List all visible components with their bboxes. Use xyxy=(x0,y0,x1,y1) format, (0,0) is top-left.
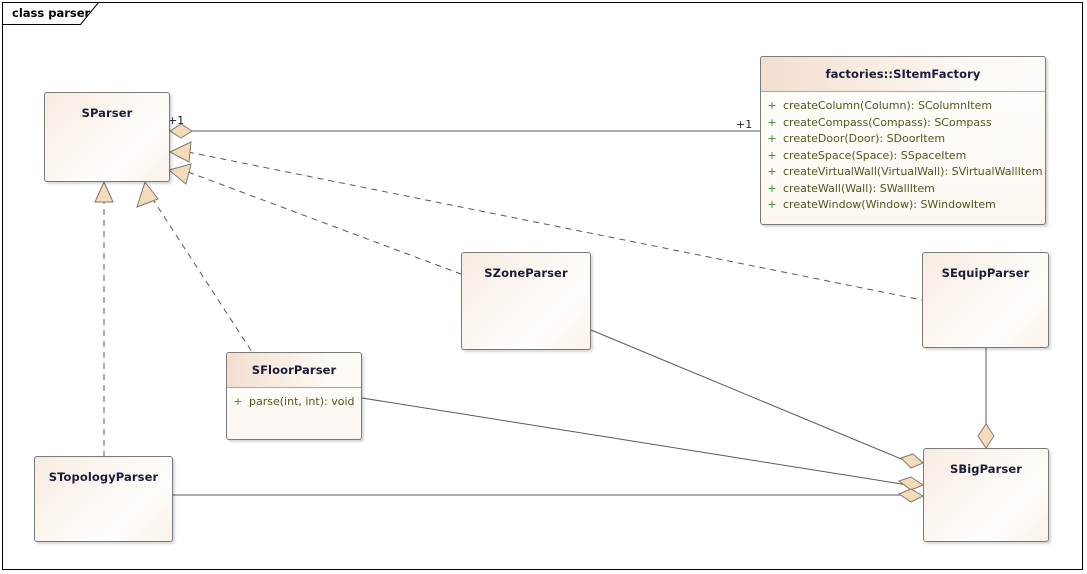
aggregation-diamond-sparser-factory xyxy=(169,123,193,139)
class-title-sparser: SParser xyxy=(81,106,133,120)
class-title-sitemfactory: factories::SItemFactory xyxy=(825,67,981,81)
realization-arrowhead-stopologyparser xyxy=(94,180,114,203)
multiplicity-sparser-source: +1 xyxy=(168,114,185,127)
class-box-stopologyparser[interactable]: STopologyParser xyxy=(34,456,173,542)
operation-visibility: + xyxy=(767,99,777,112)
class-box-sfloorparser[interactable]: SFloorParser + parse(int, int): void xyxy=(226,352,362,440)
class-title-szoneparser: SZoneParser xyxy=(484,266,568,280)
class-box-szoneparser[interactable]: SZoneParser xyxy=(461,252,591,350)
operation-visibility: + xyxy=(767,181,777,195)
diagram-frame-label: class parser xyxy=(12,6,91,20)
operation-signature: createWindow(Window): SWindowItem xyxy=(783,198,996,211)
edge-sfloorparser-to-sparser xyxy=(151,197,253,353)
realization-arrowhead-szoneparser xyxy=(167,163,192,185)
class-header-sfloorparser: SFloorParser xyxy=(227,353,361,388)
operation-visibility: + xyxy=(767,115,777,129)
operation-signature: createVirtualWall(VirtualWall): SVirtual… xyxy=(783,165,1043,178)
edge-sfloorparser-to-sbigparser xyxy=(361,397,909,486)
operation-signature: parse(int, int): void xyxy=(249,395,355,408)
class-box-sitemfactory[interactable]: factories::SItemFactory + createColumn(C… xyxy=(760,56,1046,225)
operation-row: + createWindow(Window): SWindowItem xyxy=(761,197,1045,214)
edge-sequipparser-to-sparser xyxy=(187,151,923,301)
operation-row: + createVirtualWall(VirtualWall): SVirtu… xyxy=(761,164,1045,181)
operation-row: + parse(int, int): void xyxy=(227,394,361,411)
operation-signature: createSpace(Space): SSpaceItem xyxy=(783,148,967,162)
class-title-stopologyparser: STopologyParser xyxy=(48,470,159,484)
operation-visibility: + xyxy=(767,148,777,162)
class-header-sitemfactory: factories::SItemFactory xyxy=(761,57,1045,92)
realization-arrowhead-sequipparser xyxy=(168,141,192,163)
class-box-sparser[interactable]: SParser xyxy=(44,92,170,182)
operation-row: + createSpace(Space): SSpaceItem xyxy=(761,148,1045,165)
aggregation-diamond-stopology-sbig xyxy=(897,488,925,503)
class-operations-sfloorparser: + parse(int, int): void xyxy=(227,388,361,417)
operation-visibility: + xyxy=(767,198,777,211)
class-operations-sitemfactory: + createColumn(Column): SColumnItem + cr… xyxy=(761,92,1045,220)
class-box-sbigparser[interactable]: SBigParser xyxy=(923,448,1049,542)
edge-szoneparser-to-sbigparser xyxy=(590,329,912,464)
class-box-sequipparser[interactable]: SEquipParser xyxy=(922,252,1049,348)
operation-signature: createDoor(Door): SDoorItem xyxy=(783,132,946,145)
operation-row: + createDoor(Door): SDoorItem xyxy=(761,131,1045,148)
operation-row: + createWall(Wall): SWallItem xyxy=(761,181,1045,198)
operation-signature: createCompass(Compass): SCompass xyxy=(783,115,992,129)
edge-szoneparser-to-sparser xyxy=(187,171,462,275)
operation-row: + createColumn(Column): SColumnItem xyxy=(761,98,1045,115)
operation-visibility: + xyxy=(233,395,243,408)
aggregation-diamond-sequip-sbig xyxy=(977,423,995,449)
operation-visibility: + xyxy=(767,165,777,178)
operation-signature: createColumn(Column): SColumnItem xyxy=(783,99,993,112)
aggregation-diamond-szone-sbig xyxy=(900,453,924,469)
class-title-sfloorparser: SFloorParser xyxy=(251,363,337,377)
operation-row: + createCompass(Compass): SCompass xyxy=(761,115,1045,132)
diagram-frame-tab: class parser xyxy=(2,2,102,25)
multiplicity-sparser-target: +1 xyxy=(736,118,753,131)
operation-visibility: + xyxy=(767,132,777,145)
class-title-sequipparser: SEquipParser xyxy=(941,266,1030,280)
aggregation-diamond-sfloor-sbig xyxy=(897,476,925,491)
realization-arrowhead-sfloorparser xyxy=(136,180,159,208)
operation-signature: createWall(Wall): SWallItem xyxy=(783,181,935,195)
class-title-sbigparser: SBigParser xyxy=(949,462,1023,476)
